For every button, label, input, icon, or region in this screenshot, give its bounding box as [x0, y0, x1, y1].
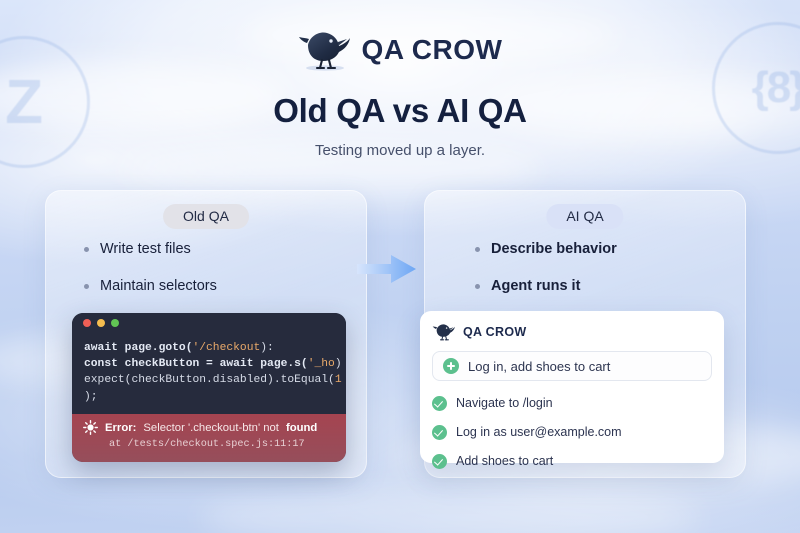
window-minimize-icon[interactable]: [97, 319, 105, 327]
bullet-dot-icon: [84, 246, 89, 252]
header: QA CROW Old QA vs AI QA Testing moved up…: [0, 24, 800, 159]
pill-ai-qa: AI QA: [546, 204, 624, 229]
error-label: Error:: [105, 421, 137, 434]
list-item: Agent runs it: [475, 274, 617, 298]
ai-card-brand-name: QA CROW: [463, 325, 527, 339]
window-maximize-icon[interactable]: [111, 319, 119, 327]
code-line-3-pre: expect(checkButton.disabled).toEqual(: [84, 374, 335, 387]
bullet-dot-icon: [475, 283, 480, 289]
check-circle-icon: [432, 424, 447, 440]
error-message-row: Error: Selector '.checkout-btn' not foun…: [83, 420, 336, 435]
cloud-band: [200, 490, 700, 533]
right-arrow-icon: [357, 255, 416, 283]
check-circle-icon: [432, 453, 447, 469]
list-item: Maintain selectors: [84, 274, 217, 298]
page-subtitle: Testing moved up a layer.: [314, 142, 486, 159]
list-item-label: Agent runs it: [491, 278, 581, 294]
window-close-icon[interactable]: [83, 319, 91, 327]
code-line-1-string: '/checkout: [192, 342, 261, 354]
crow-logo-icon: [432, 324, 455, 341]
ai-steps-list: Navigate to /login Log in as user@exampl…: [432, 393, 712, 471]
code-line-3-number: 1: [334, 374, 342, 387]
terminal-titlebar: [72, 313, 346, 333]
list-item-label: Write test files: [100, 241, 191, 257]
terminal-error-banner: Error: Selector '.checkout-btn' not foun…: [72, 414, 346, 462]
list-item-label: Maintain selectors: [100, 278, 217, 294]
terminal-code-block: await page.goto('/checkout): const check…: [72, 333, 346, 403]
brand-name: QA CROW: [361, 34, 503, 65]
list-item: Navigate to /login: [432, 393, 712, 413]
crow-logo-icon: [298, 32, 350, 71]
step-label: Log in as user@example.com: [456, 425, 622, 439]
brand-lockup: QA CROW: [0, 24, 800, 76]
page-title: Old QA vs AI QA: [273, 92, 527, 129]
error-location: at /tests/checkout.spec.js:11:17: [109, 439, 305, 450]
list-item: Write test files: [84, 237, 217, 261]
bullet-dot-icon: [475, 246, 480, 252]
ai-card-brand-lockup: QA CROW: [432, 321, 712, 343]
code-terminal-card: await page.goto('/checkout): const check…: [72, 313, 346, 462]
step-label: Navigate to /login: [456, 396, 553, 410]
check-circle-icon: [432, 395, 447, 411]
code-line-2-post: ): [334, 358, 342, 371]
list-item: Log in as user@example.com: [432, 422, 712, 442]
code-line-1-pre: await page.goto(: [84, 342, 193, 354]
code-line-1-post: ):: [260, 342, 274, 354]
step-label: Add shoes to cart: [456, 454, 554, 468]
error-message-emphasis: found: [285, 421, 318, 434]
code-line-2-string: '_ho: [307, 358, 335, 371]
list-item-label: Describe behavior: [491, 241, 617, 257]
ai-qa-app-card: QA CROW Log in, add shoes to cart Naviga…: [420, 311, 724, 469]
error-bug-icon: [83, 420, 98, 435]
code-line-2-pre: const checkButton = await page.s(: [84, 358, 308, 371]
bullet-dot-icon: [84, 283, 89, 289]
list-item: Describe behavior: [475, 237, 617, 261]
error-message-text: Selector '.checkout-btn' not: [143, 421, 279, 434]
pill-old-qa: Old QA: [163, 204, 249, 229]
code-line-4-pre: );: [84, 390, 98, 403]
plus-circle-icon[interactable]: [443, 358, 459, 374]
prompt-input[interactable]: Log in, add shoes to cart: [432, 351, 712, 381]
prompt-input-value: Log in, add shoes to cart: [468, 358, 611, 374]
list-item: Add shoes to cart: [432, 451, 712, 471]
